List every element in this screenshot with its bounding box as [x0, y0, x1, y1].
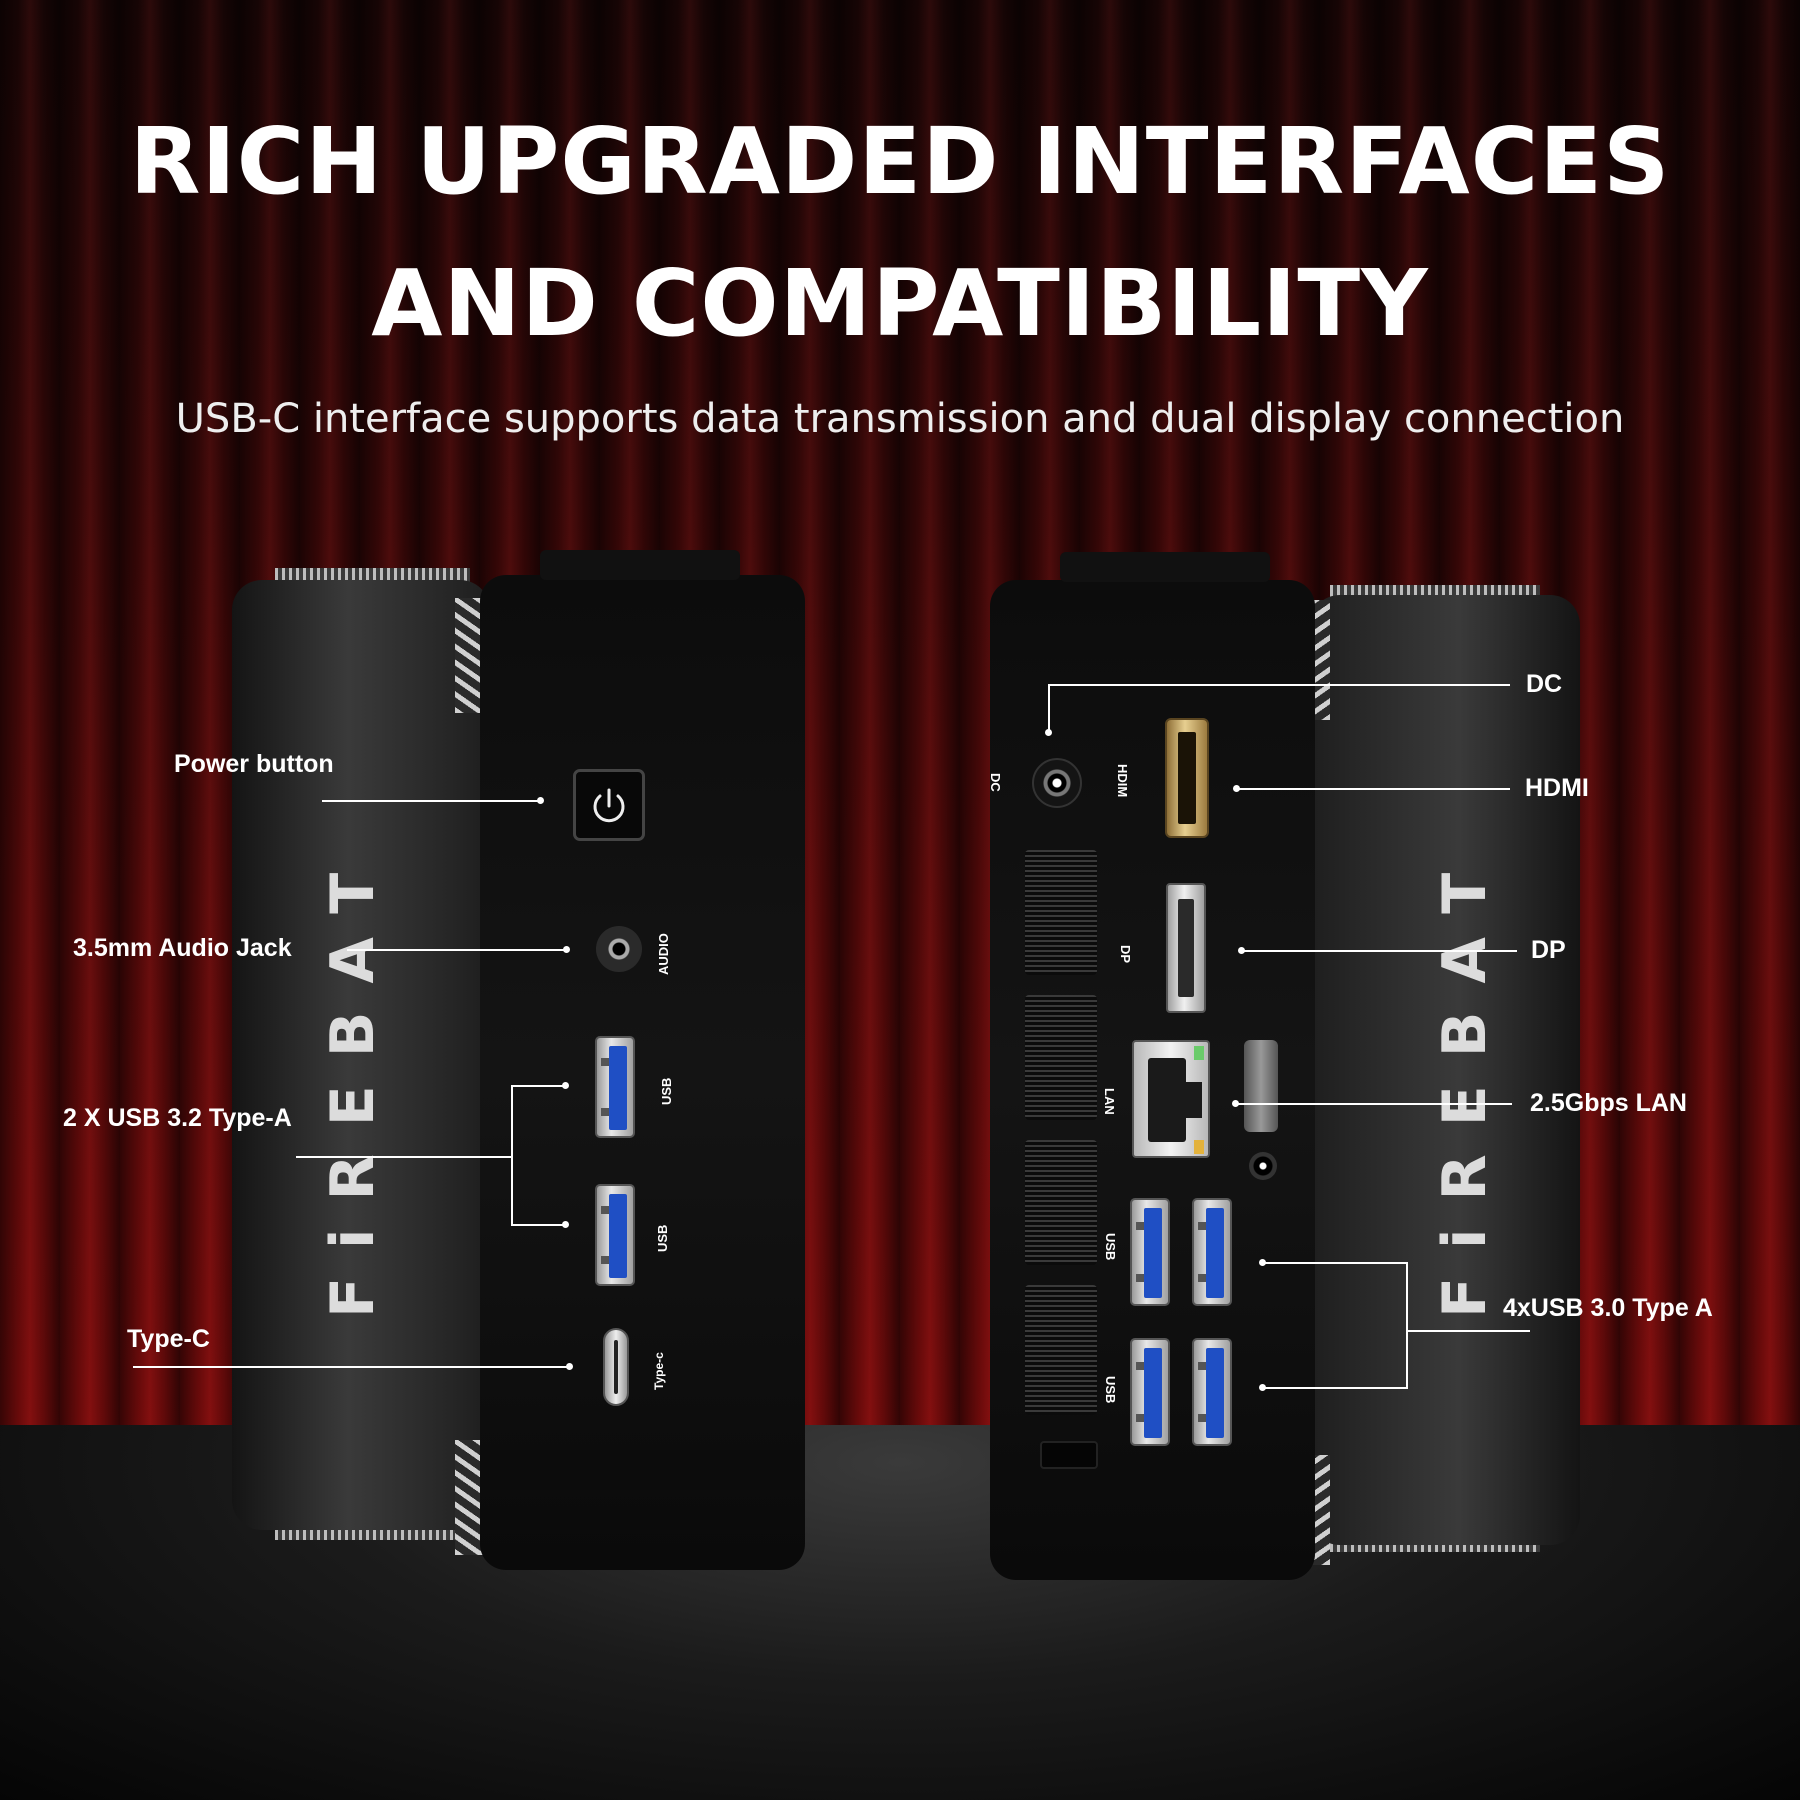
- usb-leader-top-branch: [1263, 1262, 1408, 1264]
- side-panel: [1310, 595, 1580, 1545]
- rear-vent-3: [1025, 1140, 1097, 1265]
- rear-vent-1: [1025, 850, 1097, 975]
- headline-line-2: AND COMPATIBILITY: [371, 250, 1429, 357]
- usb-leader-vertical: [1406, 1262, 1408, 1389]
- power-icon: [593, 788, 625, 823]
- type-c-port[interactable]: [603, 1328, 629, 1406]
- callout-dp: DP: [1531, 936, 1566, 964]
- clear-cmos-hole[interactable]: [1249, 1152, 1277, 1180]
- rear-usb-port-4[interactable]: [1192, 1338, 1232, 1446]
- antenna-switch[interactable]: [1244, 1040, 1278, 1132]
- usb-top-leader-dot: [1259, 1259, 1266, 1266]
- usb-leader-vertical: [511, 1085, 513, 1225]
- callout-power-button: Power button: [174, 750, 334, 778]
- dc-port[interactable]: [1032, 758, 1082, 808]
- rear-vent-4: [1025, 1285, 1097, 1415]
- front-panel: [480, 575, 805, 1570]
- callout-type-c: Type-C: [127, 1325, 210, 1353]
- lan-leader-line: [1236, 1103, 1512, 1105]
- rear-usb-port-1[interactable]: [1130, 1198, 1170, 1306]
- brand-logo: FiREBAT: [1430, 844, 1500, 1318]
- usb-bottom-leader-dot: [1259, 1384, 1266, 1391]
- usb-leader-horizontal: [296, 1156, 513, 1158]
- top-vent: [540, 550, 740, 580]
- type-c-leader-line: [133, 1366, 570, 1368]
- side-panel: [232, 580, 490, 1530]
- headline-line-1: RICH UPGRADED INTERFACES: [129, 108, 1671, 215]
- power-button[interactable]: [573, 769, 645, 841]
- dc-leader-vertical: [1048, 685, 1050, 733]
- usb-top-leader-dot: [562, 1082, 569, 1089]
- hdmi-port-label: HDIM: [1115, 764, 1130, 798]
- subheadline: USB-C interface supports data transmissi…: [175, 396, 1625, 442]
- audio-leader-line: [347, 949, 567, 951]
- dp-port-label: DP: [1118, 945, 1133, 964]
- front-device: FiREBAT AUDIO USB USB Type-c Power butto…: [63, 550, 805, 1570]
- hdmi-leader-dot: [1233, 785, 1240, 792]
- rear-usb-bottom-label: USB: [1103, 1376, 1118, 1404]
- dp-leader-dot: [1238, 947, 1245, 954]
- power-leader-line: [322, 800, 541, 802]
- callout-usb-a: 2 X USB 3.2 Type-A: [63, 1104, 292, 1132]
- top-vent: [1060, 552, 1270, 582]
- usb-port-top[interactable]: [595, 1036, 635, 1138]
- rear-vent-2: [1025, 995, 1097, 1120]
- hdmi-leader-line: [1237, 788, 1510, 790]
- usb-bottom-leader-dot: [562, 1221, 569, 1228]
- lan-port-label: LAN: [1102, 1088, 1117, 1115]
- callout-audio-jack: 3.5mm Audio Jack: [73, 934, 292, 962]
- callout-dc: DC: [1526, 670, 1563, 698]
- dc-leader-horizontal: [1048, 684, 1510, 686]
- audio-leader-dot: [563, 946, 570, 953]
- hdmi-port[interactable]: [1165, 718, 1209, 838]
- rear-usb-port-3[interactable]: [1130, 1338, 1170, 1446]
- usb-leader-bottom-branch: [511, 1224, 565, 1226]
- dc-port-label: DC: [988, 773, 1003, 792]
- rear-usb-port-2[interactable]: [1192, 1198, 1232, 1306]
- type-c-leader-dot: [566, 1363, 573, 1370]
- power-leader-dot: [537, 797, 544, 804]
- callout-hdmi: HDMI: [1525, 774, 1589, 802]
- displayport-port[interactable]: [1166, 883, 1206, 1013]
- lan-port[interactable]: [1132, 1040, 1210, 1158]
- usb-leader-horizontal: [1406, 1330, 1530, 1332]
- usb-leader-top-branch: [511, 1085, 565, 1087]
- rear-usb-top-label: USB: [1103, 1233, 1118, 1261]
- callout-usb-a: 4xUSB 3.0 Type A: [1503, 1294, 1713, 1322]
- usb-port-bottom[interactable]: [595, 1184, 635, 1286]
- dp-leader-line: [1242, 950, 1517, 952]
- kensington-lock-slot: [1040, 1441, 1098, 1469]
- lan-leader-dot: [1232, 1100, 1239, 1107]
- audio-jack[interactable]: [596, 926, 642, 972]
- usb-leader-bottom-branch: [1263, 1387, 1408, 1389]
- callout-lan: 2.5Gbps LAN: [1530, 1089, 1687, 1117]
